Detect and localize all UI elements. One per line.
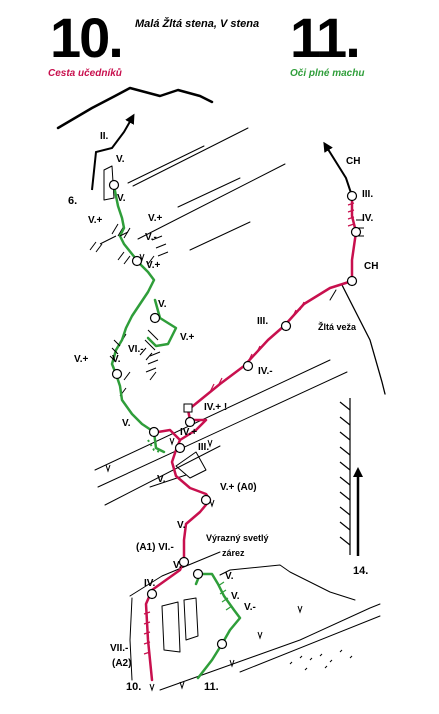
label-ivminus-mid: IV.- bbox=[258, 366, 273, 377]
label-start11: 11. bbox=[204, 681, 219, 693]
label-zlta-veza: Žltá veža bbox=[318, 321, 357, 332]
grass-tuft-icon bbox=[105, 253, 303, 692]
route-10-name: Cesta učedníků bbox=[48, 68, 122, 79]
cliff-edge bbox=[339, 398, 351, 555]
label-a1-vi: (A1) VI.- bbox=[136, 542, 174, 553]
label-ivplus-left: IV.+ bbox=[180, 427, 197, 438]
route-10-number: 10. bbox=[50, 6, 124, 69]
label-start10: 10. bbox=[126, 681, 141, 693]
label-iii-mid: III. bbox=[257, 316, 268, 327]
label-v-i: V. bbox=[231, 591, 240, 602]
label-v-b: V. bbox=[117, 193, 126, 204]
arrow-up-icon bbox=[323, 141, 353, 197]
label-vplus-c: V.+ bbox=[146, 260, 161, 271]
wall-name: Malá Žltá stena, V stena bbox=[135, 18, 260, 30]
label-ch-belay: CH bbox=[364, 261, 378, 272]
label-vii-a2b: (A2) bbox=[112, 658, 131, 669]
arrow-up-icon bbox=[91, 113, 135, 191]
label-zarez2: zárez bbox=[222, 548, 245, 558]
rock-outline bbox=[56, 86, 386, 691]
label-vplus-e: V.+ bbox=[74, 354, 89, 365]
belay-box bbox=[183, 403, 193, 413]
label-iii-low: III. bbox=[198, 442, 209, 453]
label-vplus-a0: V.+ (A0) bbox=[220, 482, 257, 493]
label-route14: 14. bbox=[353, 565, 368, 577]
label-vi-minus: VI.- bbox=[128, 344, 144, 355]
label-iii-top: III. bbox=[362, 189, 373, 200]
label-vminus-b: V.- bbox=[244, 602, 256, 613]
label-v-red: V. bbox=[157, 474, 166, 485]
label-v-a: V. bbox=[116, 154, 125, 165]
label-zarez1: Výrazný svetlý bbox=[206, 533, 269, 543]
label-v-e: V. bbox=[122, 418, 131, 429]
route-11-number: 11. bbox=[290, 6, 361, 69]
route-11-line bbox=[110, 184, 242, 680]
label-v-g: V. bbox=[173, 560, 182, 571]
label-v-c: V. bbox=[158, 299, 167, 310]
route-link-dotted bbox=[147, 439, 161, 453]
label-vplus-b: V.+ bbox=[148, 213, 163, 224]
belay-ring-icon bbox=[108, 179, 362, 650]
rock-ticks bbox=[99, 219, 364, 373]
label-v-f: V. bbox=[177, 520, 186, 531]
crack-ticks-green bbox=[217, 581, 233, 611]
label-vplus-d: V.+ bbox=[180, 332, 195, 343]
label-vii-a2a: VII.- bbox=[110, 643, 128, 654]
label-route6: 6. bbox=[68, 195, 77, 207]
label-exit-ii: II. bbox=[100, 131, 109, 142]
label-v-h: V. bbox=[225, 571, 234, 582]
label-v-d: V. bbox=[112, 354, 121, 365]
label-ivplus-excl: IV.+ ! bbox=[204, 402, 227, 413]
route-11-name: Oči plné machu bbox=[290, 68, 365, 79]
label-exit-ch: CH bbox=[346, 156, 360, 167]
label-iv-top: IV. bbox=[362, 213, 374, 224]
label-iv-low: IV. bbox=[144, 578, 156, 589]
rock-hatching bbox=[89, 223, 353, 671]
label-vplus-a: V.+ bbox=[88, 215, 103, 226]
label-vminus-a: V.- bbox=[145, 232, 157, 243]
crack-ticks bbox=[143, 202, 359, 655]
